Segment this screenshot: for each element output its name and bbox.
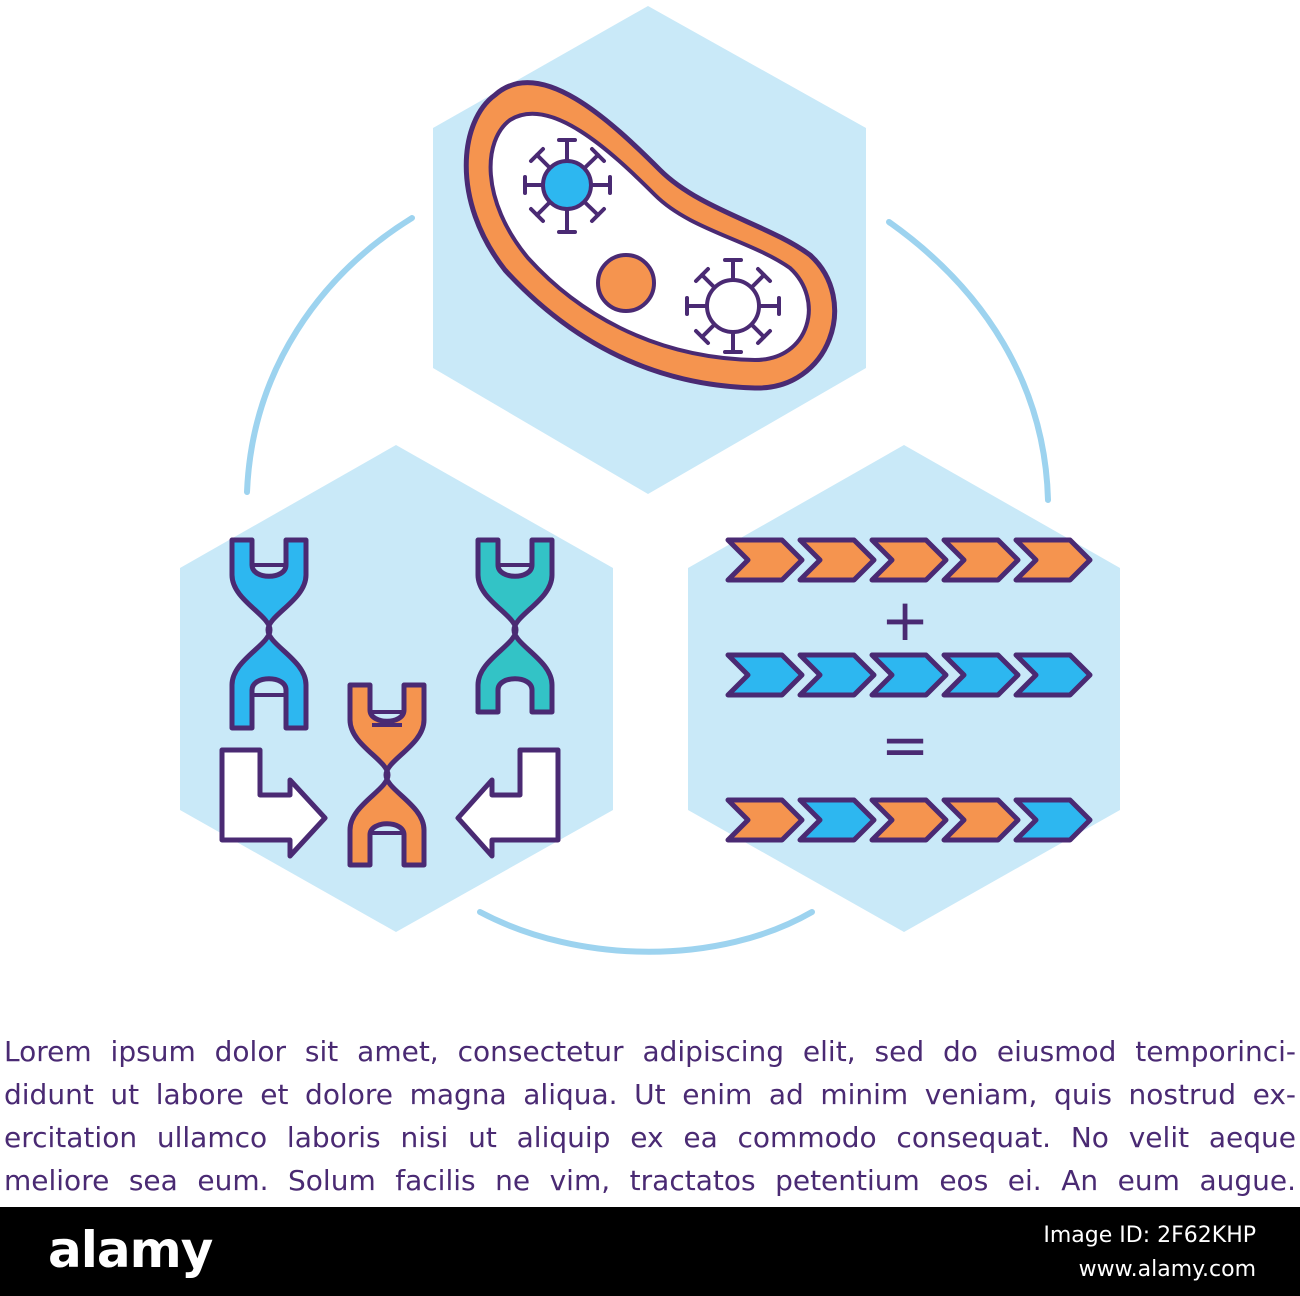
sequence-chevron-blue <box>1013 652 1093 698</box>
sequence-chevron-blue <box>869 652 949 698</box>
virus-blue-icon <box>523 138 612 234</box>
sequence-chevron-blue <box>797 652 877 698</box>
image-id: Image ID: 2F62KHP <box>1043 1223 1256 1248</box>
sequence-chevron-orange <box>869 537 949 583</box>
equals-sign: = <box>881 711 930 779</box>
body-line-3: ercitation ullamco laboris nisi ut aliqu… <box>4 1121 1296 1154</box>
arrow-left-icon <box>455 747 561 859</box>
body-paragraph: Lorem ipsum dolor sit amet, consectetur … <box>4 1030 1296 1202</box>
sequence-chevron-orange <box>797 537 877 583</box>
sequence-chevron-blue <box>941 652 1021 698</box>
sequence-chevron-blue <box>797 797 877 843</box>
site-url: www.alamy.com <box>1078 1257 1256 1282</box>
arrow-right-icon <box>219 747 328 859</box>
sequence-rows <box>725 537 1093 843</box>
bacterium-icon <box>433 6 866 494</box>
sequence-chevron-orange <box>725 537 805 583</box>
sequence-merge-icon: + = <box>688 445 1120 932</box>
plus-sign: + <box>881 586 930 654</box>
watermark-footer: alamy Image ID: 2F62KHP www.alamy.com <box>0 1207 1300 1296</box>
sequence-chevron-blue <box>1013 797 1093 843</box>
dna-recombination-icon <box>180 445 613 932</box>
illustration: + = <box>180 6 1120 955</box>
body-line-2: didunt ut labore et dolore magna aliqua.… <box>4 1078 1296 1111</box>
chromosome-orange <box>347 682 427 868</box>
chromosome-teal <box>475 537 555 715</box>
sequence-chevron-orange <box>869 797 949 843</box>
nucleoid <box>596 253 656 313</box>
sequence-chevron-orange <box>941 537 1021 583</box>
chromosome-blue <box>229 537 309 731</box>
sequence-chevron-orange <box>725 797 805 843</box>
brand-logo: alamy <box>48 1221 213 1279</box>
virus-white-icon <box>685 258 781 354</box>
cycle-ring <box>244 215 1051 955</box>
sequence-chevron-blue <box>725 652 805 698</box>
sequence-chevron-orange <box>1013 537 1093 583</box>
body-line-4: meliore sea eum. Solum facilis ne vim, t… <box>4 1164 1296 1197</box>
body-line-1: Lorem ipsum dolor sit amet, consectetur … <box>4 1035 1296 1068</box>
sequence-chevron-orange <box>941 797 1021 843</box>
